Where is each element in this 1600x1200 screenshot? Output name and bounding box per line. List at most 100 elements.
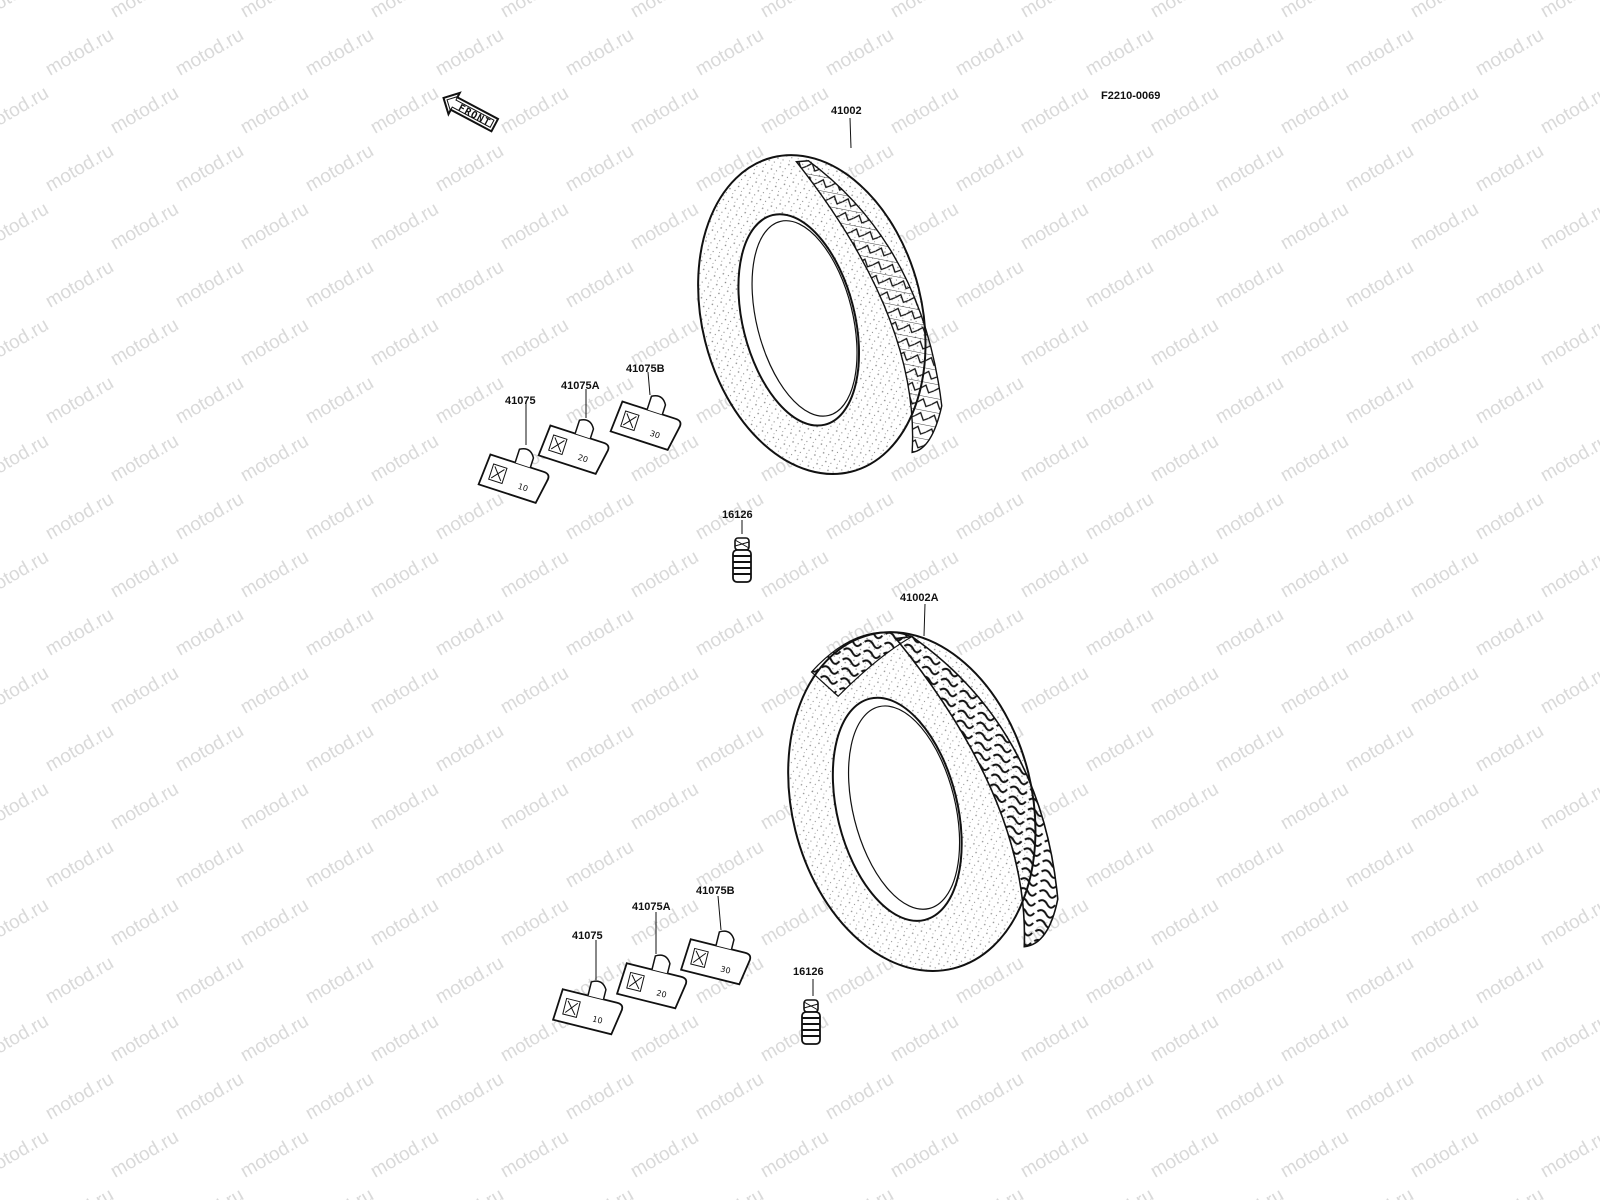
watermark-text: motod.ru bbox=[237, 315, 312, 371]
watermark-text: motod.ru bbox=[757, 547, 832, 603]
watermark-text: motod.ru bbox=[1537, 431, 1600, 487]
watermark-text: motod.ru bbox=[1277, 199, 1352, 255]
watermark-text: motod.ru bbox=[1472, 257, 1547, 313]
watermark-text: motod.ru bbox=[1212, 953, 1287, 1009]
watermark-text: motod.ru bbox=[1407, 1127, 1482, 1183]
watermark-text: motod.ru bbox=[432, 25, 507, 81]
watermark-text: motod.ru bbox=[107, 1127, 182, 1183]
watermark-text: motod.ru bbox=[1212, 373, 1287, 429]
watermark-text: motod.ru bbox=[1407, 83, 1482, 139]
watermark-text: motod.ru bbox=[0, 431, 52, 487]
watermark-text: motod.ru bbox=[42, 25, 117, 81]
watermark-text: motod.ru bbox=[1537, 83, 1600, 139]
watermark-text: motod.ru bbox=[1147, 1127, 1222, 1183]
watermark-text: motod.ru bbox=[367, 1011, 442, 1067]
watermark-text: motod.ru bbox=[1017, 83, 1092, 139]
watermark-text: motod.ru bbox=[107, 895, 182, 951]
watermark-text: motod.ru bbox=[1082, 373, 1157, 429]
rear-weight-20: 20 bbox=[615, 954, 688, 1010]
watermark-text: motod.ru bbox=[42, 953, 117, 1009]
watermark-text: motod.ru bbox=[822, 1069, 897, 1125]
watermark-text: motod.ru bbox=[562, 489, 637, 545]
watermark-text: motod.ru bbox=[1472, 373, 1547, 429]
watermark-text: motod.ru bbox=[237, 431, 312, 487]
watermark-text: motod.ru bbox=[1147, 779, 1222, 835]
watermark-text: motod.ru bbox=[1147, 547, 1222, 603]
watermark-text: motod.ru bbox=[1277, 663, 1352, 719]
watermark-text: motod.ru bbox=[302, 1069, 377, 1125]
watermark-text: motod.ru bbox=[432, 837, 507, 893]
watermark-text: motod.ru bbox=[367, 199, 442, 255]
watermark-text: motod.ru bbox=[302, 257, 377, 313]
watermark-text: motod.ru bbox=[497, 315, 572, 371]
watermark-text: motod.ru bbox=[1407, 199, 1482, 255]
watermark-text: motod.ru bbox=[1277, 1127, 1352, 1183]
watermark-text: motod.ru bbox=[952, 1185, 1027, 1200]
watermark-text: motod.ru bbox=[1537, 779, 1600, 835]
watermark-text: motod.ru bbox=[237, 1011, 312, 1067]
watermark-text: motod.ru bbox=[627, 0, 702, 22]
watermark-text: motod.ru bbox=[367, 895, 442, 951]
watermark-text: motod.ru bbox=[757, 1127, 832, 1183]
watermark-text: motod.ru bbox=[237, 0, 312, 22]
front-tire: 41002 bbox=[697, 105, 943, 475]
watermark-text: motod.ru bbox=[1407, 1011, 1482, 1067]
watermark-text: motod.ru bbox=[1472, 1185, 1547, 1200]
watermark-text: motod.ru bbox=[107, 199, 182, 255]
watermark-text: motod.ru bbox=[692, 1069, 767, 1125]
watermark-text: motod.ru bbox=[302, 1185, 377, 1200]
watermark-text: motod.ru bbox=[367, 0, 442, 22]
watermark-text: motod.ru bbox=[627, 1011, 702, 1067]
watermark-text: motod.ru bbox=[1082, 25, 1157, 81]
watermark-text: motod.ru bbox=[1017, 1011, 1092, 1067]
weight-value-label: 30 bbox=[649, 429, 661, 441]
watermark-text: motod.ru bbox=[887, 83, 962, 139]
weight-value-label: 10 bbox=[591, 1014, 603, 1025]
watermark-text: motod.ru bbox=[432, 373, 507, 429]
watermark-text: motod.ru bbox=[1342, 1185, 1417, 1200]
watermark-text: motod.ru bbox=[237, 83, 312, 139]
watermark-text: motod.ru bbox=[107, 547, 182, 603]
watermark-text: motod.ru bbox=[302, 373, 377, 429]
watermark-text: motod.ru bbox=[562, 141, 637, 197]
watermark-text: motod.ru bbox=[0, 779, 52, 835]
watermark-text: motod.ru bbox=[1407, 0, 1482, 22]
watermark-text: motod.ru bbox=[432, 605, 507, 661]
watermark-text: motod.ru bbox=[1147, 431, 1222, 487]
watermark-text: motod.ru bbox=[497, 547, 572, 603]
front-tire-part-label: 41002 bbox=[831, 105, 862, 117]
watermark-text: motod.ru bbox=[952, 605, 1027, 661]
watermark-text: motod.ru bbox=[367, 431, 442, 487]
watermark-text: motod.ru bbox=[1277, 431, 1352, 487]
watermark-text: motod.ru bbox=[1407, 663, 1482, 719]
watermark-text: motod.ru bbox=[172, 1069, 247, 1125]
rear-tire: 41002A bbox=[787, 592, 1059, 972]
watermark-text: motod.ru bbox=[1147, 315, 1222, 371]
watermark-text: motod.ru bbox=[1342, 141, 1417, 197]
watermark-text: motod.ru bbox=[497, 1127, 572, 1183]
watermark-text: motod.ru bbox=[1147, 1011, 1222, 1067]
watermark-text: motod.ru bbox=[432, 1185, 507, 1200]
watermark-text: motod.ru bbox=[42, 373, 117, 429]
watermark-text: motod.ru bbox=[1472, 837, 1547, 893]
watermark-text: motod.ru bbox=[1537, 547, 1600, 603]
rear-tire-part-label: 41002A bbox=[900, 592, 939, 604]
rear-weight-30-part-label: 41075B bbox=[696, 885, 735, 897]
watermark-text: motod.ru bbox=[0, 199, 52, 255]
watermark-text: motod.ru bbox=[0, 1011, 52, 1067]
watermark-text: motod.ru bbox=[757, 895, 832, 951]
watermark-text: motod.ru bbox=[1082, 721, 1157, 777]
watermark-text: motod.ru bbox=[1212, 489, 1287, 545]
watermark-text: motod.ru bbox=[237, 779, 312, 835]
watermark-text: motod.ru bbox=[1082, 605, 1157, 661]
watermark-text: motod.ru bbox=[627, 199, 702, 255]
watermark-text: motod.ru bbox=[1277, 83, 1352, 139]
watermark-text: motod.ru bbox=[562, 1069, 637, 1125]
watermark-text: motod.ru bbox=[562, 837, 637, 893]
watermark-text: motod.ru bbox=[1342, 605, 1417, 661]
watermark-text: motod.ru bbox=[367, 547, 442, 603]
watermark-text: motod.ru bbox=[887, 1011, 962, 1067]
watermark-text: motod.ru bbox=[1472, 489, 1547, 545]
weight-value-label: 30 bbox=[719, 964, 731, 975]
